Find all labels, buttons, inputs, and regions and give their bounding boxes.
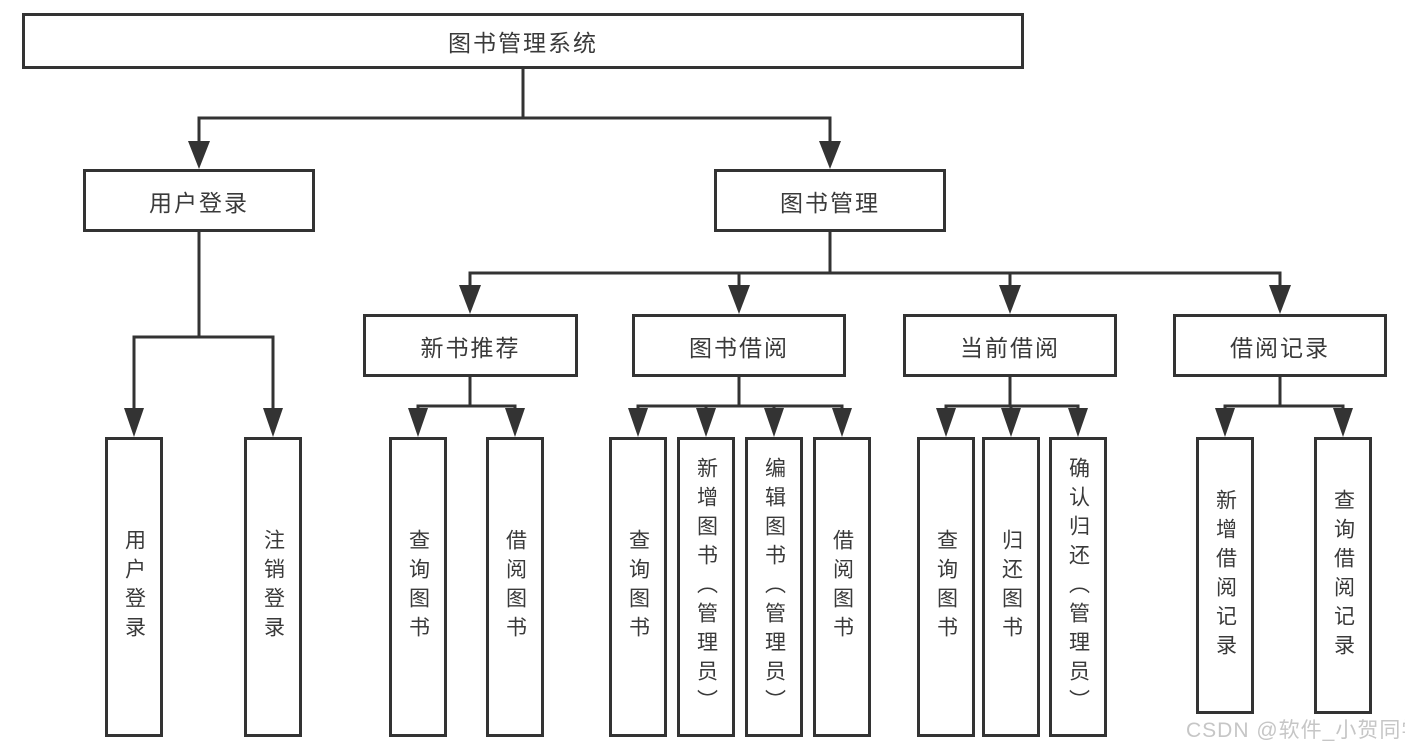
connector-new-book-recommend-to-leaves [408,377,525,437]
csdn-watermark: CSDN @软件_小贺同学 [1186,719,1405,742]
node-borrow-records: 借阅记录 [1173,314,1387,377]
node-root-library-system: 图书管理系统 [22,13,1024,69]
leaf-logout-login: 注销登录 [244,437,302,737]
leaf-confirm-return-admin: 确认归还（管理员） [1049,437,1107,737]
leaf-query-borrow-record-label: 查询借阅记录 [1331,488,1355,663]
connector-root-to-level2 [188,69,841,169]
leaf-return-books-label: 归还图书 [999,529,1023,645]
leaf-add-borrow-record-label: 新增借阅记录 [1213,488,1237,663]
leaf-edit-book-admin: 编辑图书（管理员） [745,437,803,737]
leaf-borrow-books: 借阅图书 [813,437,871,737]
leaf-return-books: 归还图书 [982,437,1040,737]
leaf-query-books-borrow-label: 查询图书 [626,529,650,645]
leaf-logout-login-label: 注销登录 [261,529,285,645]
leaf-query-books-current-label: 查询图书 [934,529,958,645]
connector-current-borrow-to-leaves [936,377,1088,437]
leaf-user-login-label: 用户登录 [122,529,146,645]
leaf-query-books-current: 查询图书 [917,437,975,737]
leaf-query-borrow-record: 查询借阅记录 [1314,437,1372,714]
leaf-query-books-recommend: 查询图书 [389,437,447,737]
connector-borrow-records-to-leaves [1215,377,1353,437]
leaf-query-books-borrow: 查询图书 [609,437,667,737]
node-book-borrow: 图书借阅 [632,314,846,377]
node-current-borrow: 当前借阅 [903,314,1117,377]
connector-user-login-to-leaves [124,232,283,437]
node-user-login: 用户登录 [83,169,315,232]
leaf-confirm-return-admin-label: 确认归还（管理员） [1066,456,1090,718]
leaf-add-borrow-record: 新增借阅记录 [1196,437,1254,714]
node-new-book-recommend: 新书推荐 [363,314,578,377]
leaf-borrow-books-label: 借阅图书 [830,529,854,645]
leaf-borrow-books-recommend: 借阅图书 [486,437,544,737]
connector-book-management-to-level3 [459,232,1291,314]
node-book-management: 图书管理 [714,169,946,232]
leaf-query-books-recommend-label: 查询图书 [406,529,430,645]
leaf-edit-book-admin-label: 编辑图书（管理员） [762,456,786,718]
leaf-add-book-admin-label: 新增图书（管理员） [694,456,718,718]
leaf-add-book-admin: 新增图书（管理员） [677,437,735,737]
leaf-user-login: 用户登录 [105,437,163,737]
connector-book-borrow-to-leaves [628,377,852,437]
leaf-borrow-books-recommend-label: 借阅图书 [503,529,527,645]
